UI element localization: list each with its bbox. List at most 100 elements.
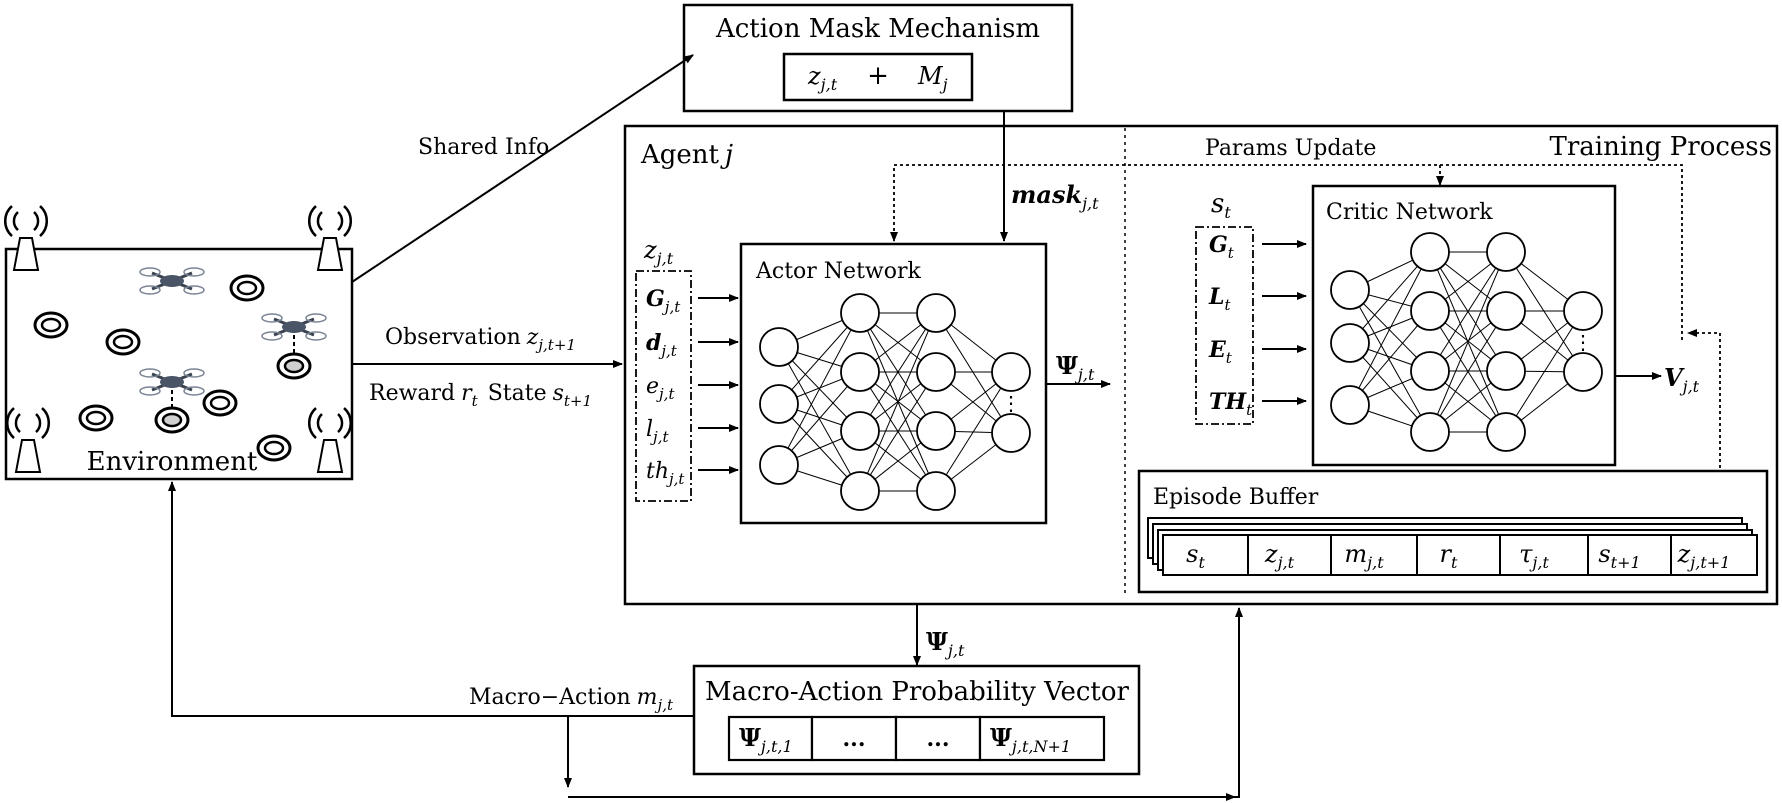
critic-edge — [1429, 251, 1507, 433]
critic-neuron — [1563, 291, 1603, 331]
actor-network-title: Actor Network — [755, 259, 922, 284]
probability-cell — [810, 715, 898, 762]
mask-label: maskj,t — [1011, 180, 1099, 213]
buffer-cell-4-label: τj,t — [1519, 540, 1549, 572]
actor-neuron — [840, 411, 880, 451]
actor-edge — [778, 371, 861, 466]
critic-neuron — [1486, 351, 1526, 391]
training-input-TH-label: THt — [1209, 389, 1253, 419]
agent-training-frame — [623, 124, 1779, 606]
training-state-head: st — [1211, 189, 1231, 222]
mask-formula-plus: + — [867, 61, 889, 91]
critic-edge — [1505, 310, 1584, 433]
mask-formula-z: zj,t — [807, 62, 838, 94]
antenna-icon — [307, 407, 353, 473]
critic-neuron — [1486, 412, 1526, 452]
buffer-cell-1-label: zj,t — [1264, 540, 1295, 572]
training-inputs-frame — [1195, 226, 1254, 425]
actor-network-graph: ⋮ — [759, 293, 1031, 511]
probability-cell-ellipsis: ... — [927, 726, 950, 752]
training-input-E-label: Et — [1208, 337, 1233, 367]
buffer-cell — [1162, 534, 1249, 576]
critic-edge — [1505, 251, 1584, 373]
actor-edge — [778, 312, 861, 405]
critic-edge — [1349, 289, 1431, 433]
probability-cell — [894, 715, 982, 762]
critic-network-title: Critic Network — [1326, 200, 1493, 225]
critic-edge — [1349, 310, 1431, 406]
agent-inputs-frame — [635, 270, 692, 502]
probability-cell-ellipsis: ... — [843, 726, 866, 752]
target-icon — [202, 389, 238, 417]
buffer-cell-3-label: rt — [1440, 540, 1458, 572]
antenna-icon — [5, 407, 51, 473]
actor-neuron — [991, 413, 1031, 453]
training-input-G-label: Gt — [1209, 232, 1235, 262]
critic-neuron — [1486, 232, 1526, 272]
critic-network-graph: ⋮ — [1330, 232, 1603, 452]
actor-neuron — [916, 352, 956, 392]
action-mask-box: Action Mask Mechanism zj,t + Mj — [682, 3, 1074, 113]
target-icon — [276, 352, 312, 380]
critic-neuron — [1410, 412, 1450, 452]
critic-edge — [1349, 251, 1431, 406]
actor-neuron — [840, 352, 880, 392]
critic-neuron — [1330, 385, 1370, 425]
actor-neuron — [759, 445, 799, 485]
critic-edge — [1429, 251, 1507, 372]
critic-neuron — [1410, 351, 1450, 391]
target-icon — [154, 406, 190, 434]
params-update-label: Params Update — [1205, 136, 1376, 161]
buffer-cell-2-label: mj,t — [1344, 540, 1384, 572]
target-icon — [229, 274, 265, 302]
actor-neuron — [759, 327, 799, 367]
episode-buffer-title: Episode Buffer — [1153, 485, 1319, 510]
actor-edge — [935, 371, 1012, 492]
antenna-icon — [307, 205, 353, 271]
target-icon — [78, 404, 114, 432]
critic-edge — [1349, 251, 1431, 344]
macro-action-arrow — [168, 481, 694, 717]
actor-edge — [859, 312, 937, 492]
drone-icon — [139, 267, 205, 295]
mask-formula-m: Mj — [917, 62, 948, 94]
drone-icon — [139, 368, 205, 396]
actor-neuron — [759, 384, 799, 424]
buffer-cell-5-label: st+1 — [1598, 540, 1640, 572]
critic-edge — [1429, 310, 1507, 433]
agent-input-d-label: dj,t — [646, 330, 678, 360]
training-title: Training Process — [1549, 132, 1772, 162]
actor-edge — [859, 371, 937, 492]
target-icon — [33, 311, 69, 339]
agent-input-th-label: thj,t — [646, 459, 685, 488]
buffer-cell — [1670, 534, 1758, 576]
actor-ellipsis: ⋮ — [1001, 391, 1021, 415]
critic-ellipsis: ⋮ — [1573, 330, 1593, 354]
shared-info-arrow — [351, 54, 694, 283]
probability-vector-title: Macro-Action Probability Vector — [705, 677, 1129, 707]
actor-neuron — [916, 411, 956, 451]
training-input-L-label: Lt — [1208, 284, 1231, 314]
actor-neuron — [916, 293, 956, 333]
psi-output-label: Ψj,t — [1056, 351, 1095, 384]
environment-label: Environment — [87, 447, 258, 477]
target-icon — [105, 328, 141, 356]
actor-neuron — [991, 352, 1031, 392]
buffer-feedback-arrow — [1687, 329, 1721, 468]
drone-icon — [261, 313, 327, 341]
critic-neuron — [1410, 232, 1450, 272]
probability-vector-cells: Ψj,t,1......Ψj,t,N+1 — [727, 715, 1106, 762]
actor-neuron — [840, 293, 880, 333]
antenna-icon — [3, 205, 49, 271]
probability-cell-label: Ψj,t,N+1 — [990, 723, 1071, 756]
mask-formula-box — [782, 52, 974, 102]
target-icon — [256, 434, 292, 462]
critic-neuron — [1486, 291, 1526, 331]
